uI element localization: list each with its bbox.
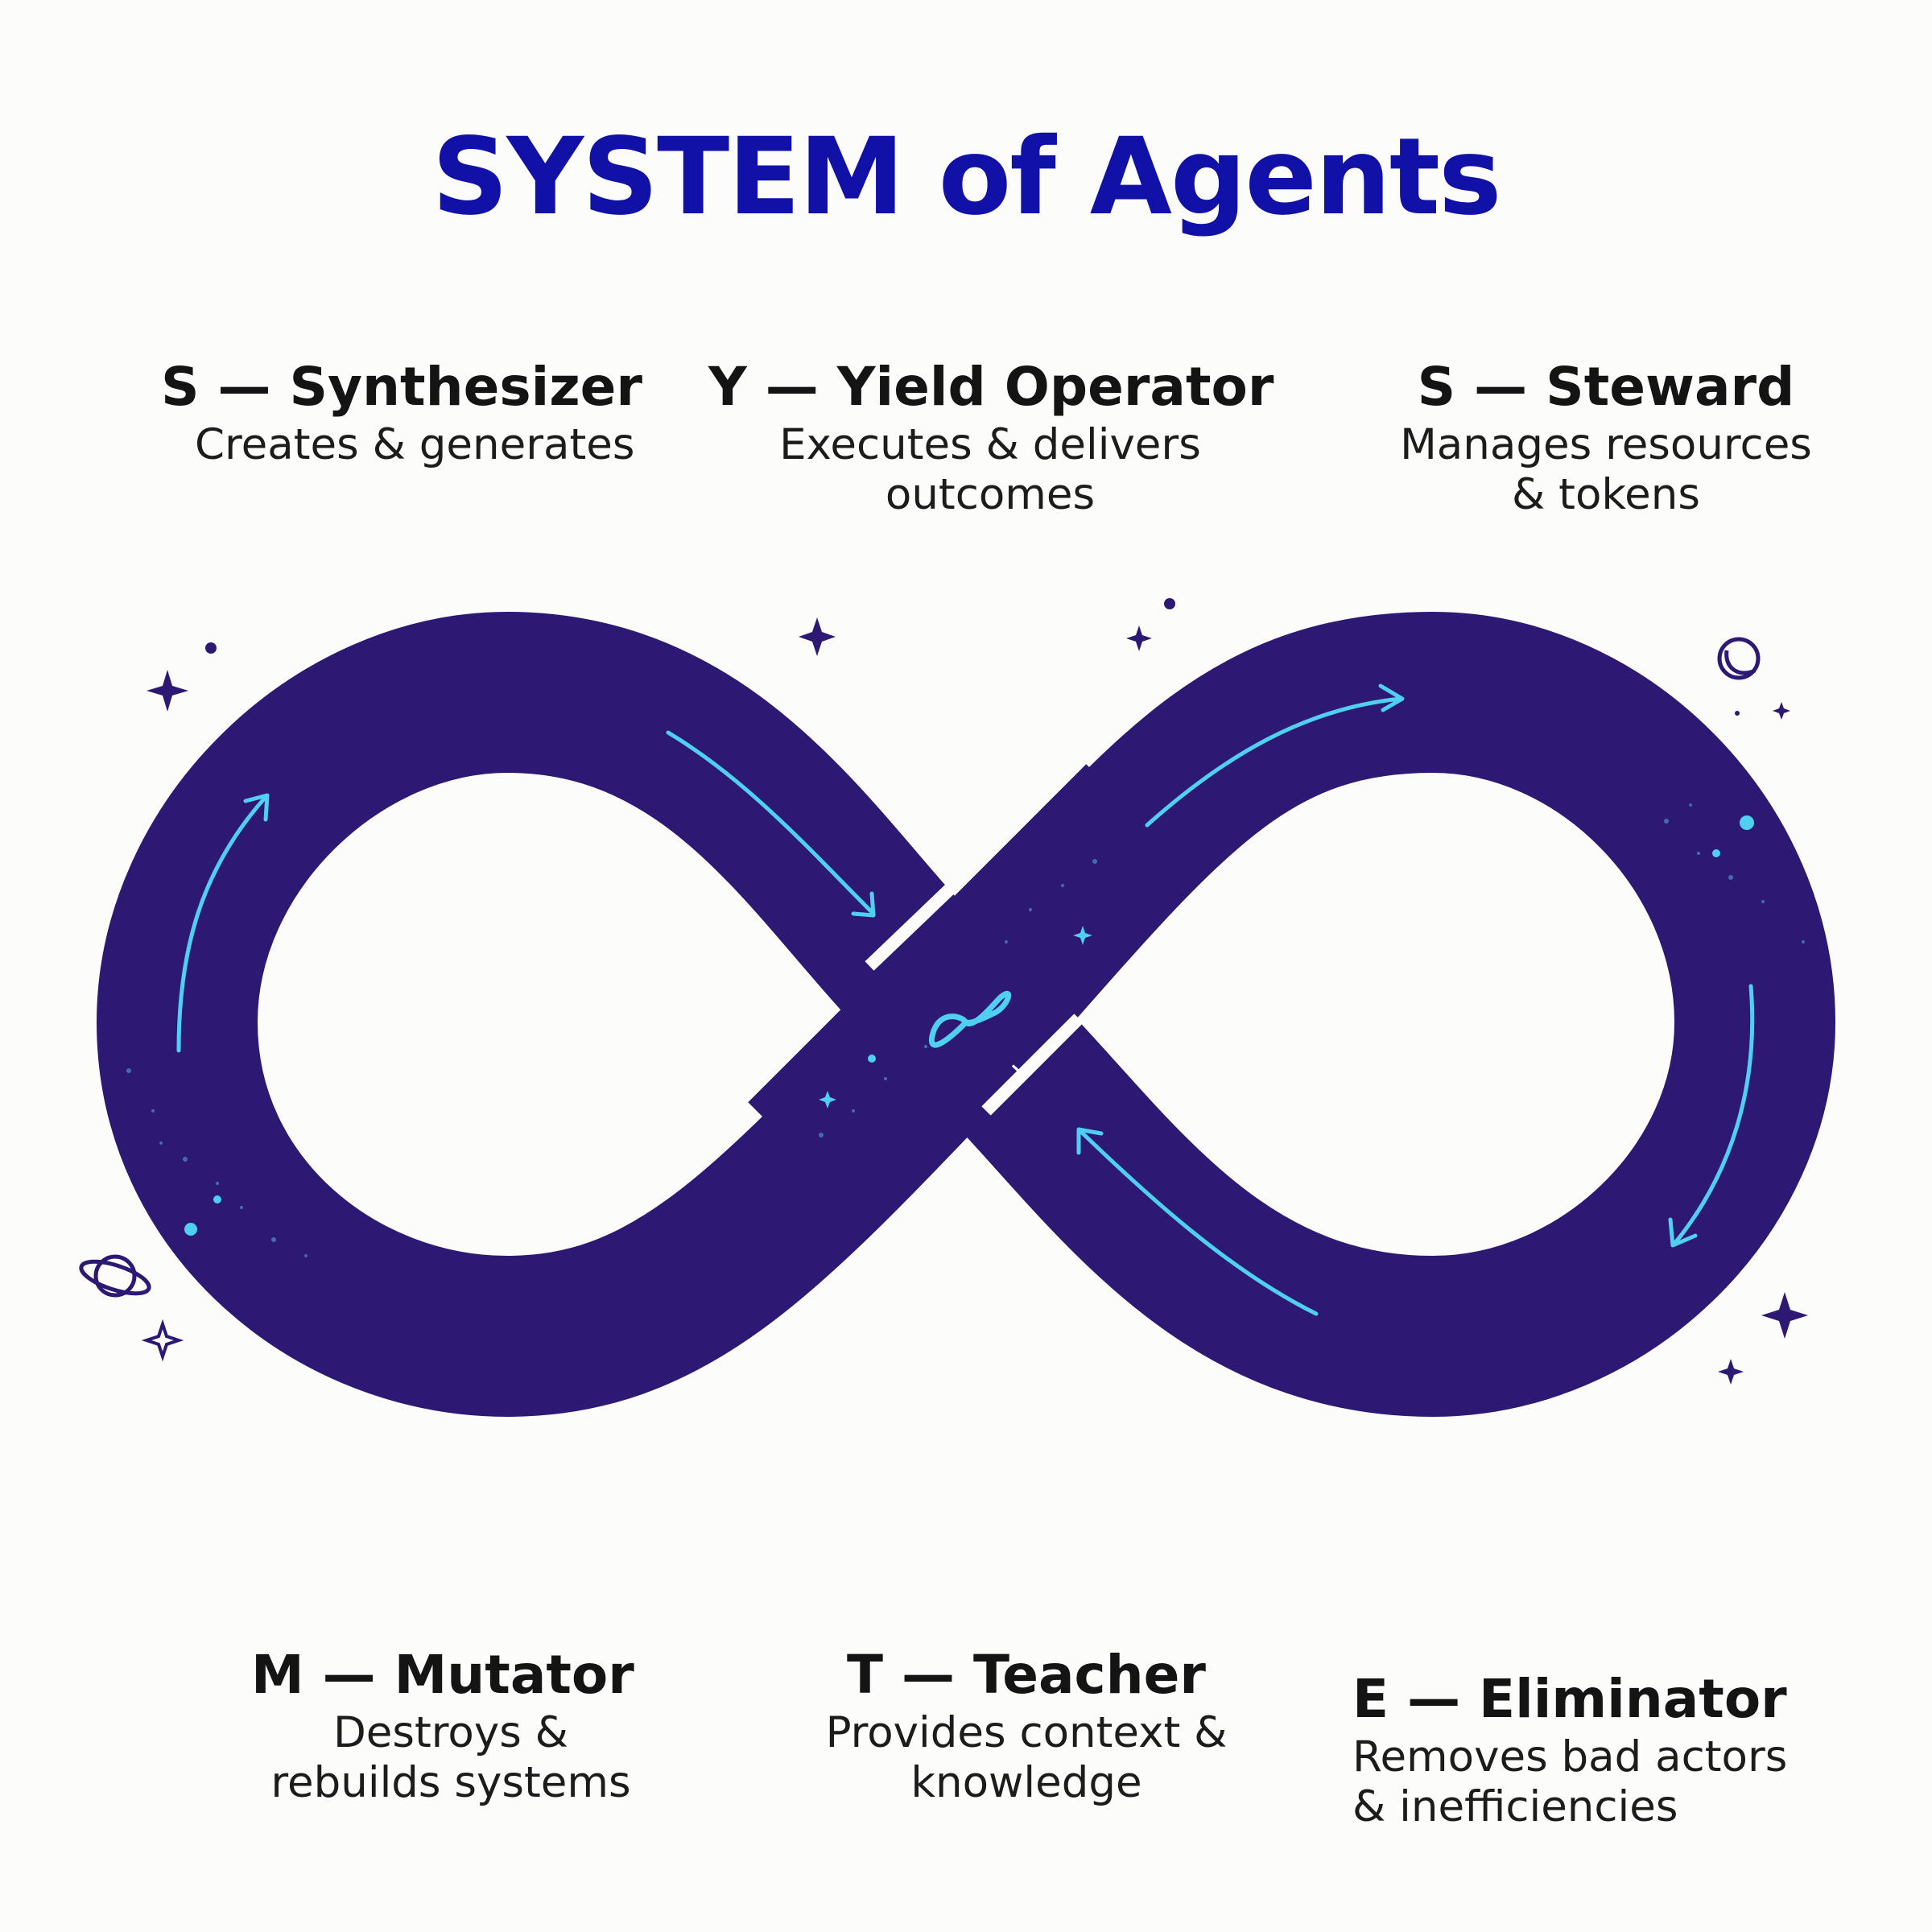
flow-arrows bbox=[176, 683, 1755, 1316]
arrow-icon bbox=[1076, 1127, 1104, 1155]
agent-name: S — Steward bbox=[1417, 356, 1795, 418]
agent-desc-line: outcomes bbox=[885, 470, 1096, 519]
agent-desc-line: Executes & delivers bbox=[779, 420, 1201, 469]
sparkle-icon bbox=[147, 617, 1808, 1385]
agent-synthesizer: S — Synthesizer Creates & generates bbox=[161, 354, 676, 470]
loop-left-lobe bbox=[96, 611, 1025, 1418]
loop-crossing-band bbox=[748, 764, 1200, 1216]
agent-desc-line: & inefficiencies bbox=[1352, 1782, 1678, 1831]
loop-right-lobe bbox=[906, 611, 1836, 1418]
loop-gap-upper bbox=[865, 873, 967, 971]
agent-desc-line: Destroys & bbox=[332, 1708, 569, 1757]
agent-desc-line: Manages resources bbox=[1400, 420, 1812, 469]
agent-name: E — Eliminator bbox=[1352, 1668, 1787, 1730]
agent-mutator: M — Mutator Destroys & rebuilds systems bbox=[193, 1642, 708, 1808]
agent-yield-operator: Y — Yield Operator Executes & delivers o… bbox=[708, 354, 1274, 520]
agent-name: M — Mutator bbox=[251, 1644, 634, 1706]
arrow-icon bbox=[1078, 1129, 1319, 1316]
agent-steward: S — Steward Manages resources & tokens bbox=[1360, 354, 1852, 520]
sparkle-icon bbox=[141, 1319, 184, 1362]
arrow-icon bbox=[1378, 683, 1405, 712]
agent-teacher: T — Teacher Provides context & knowledge bbox=[773, 1642, 1280, 1808]
agent-name: S — Synthesizer bbox=[161, 356, 642, 418]
agent-desc-line: Creates & generates bbox=[195, 420, 635, 469]
arrow-icon bbox=[851, 891, 876, 918]
agent-name: T — Teacher bbox=[847, 1644, 1206, 1706]
agent-desc-line: & tokens bbox=[1512, 470, 1700, 519]
page-title: SYSTEM of Agents bbox=[431, 115, 1501, 239]
star-dust bbox=[126, 803, 1805, 1257]
agent-name: Y — Yield Operator bbox=[708, 356, 1274, 418]
glow-dots bbox=[184, 815, 1754, 1236]
infinity-loop bbox=[96, 611, 1836, 1418]
infinity-icon bbox=[928, 990, 1012, 1048]
moon-icon bbox=[1717, 637, 1761, 680]
arrow-icon bbox=[243, 793, 270, 822]
arrow-icon bbox=[1672, 984, 1755, 1246]
arrow-icon bbox=[1668, 1217, 1698, 1248]
agent-desc-line: rebuilds systems bbox=[270, 1758, 631, 1807]
planet-icon bbox=[79, 1254, 151, 1298]
agent-desc-line: knowledge bbox=[910, 1758, 1142, 1807]
agent-eliminator: E — Eliminator Removes bad actors & inef… bbox=[1352, 1666, 1868, 1832]
dot-stars bbox=[205, 598, 1740, 716]
agent-desc-line: Removes bad actors bbox=[1352, 1732, 1788, 1781]
arrow-icon bbox=[1145, 696, 1403, 828]
arrow-icon bbox=[176, 795, 268, 1053]
arrow-icon bbox=[666, 730, 876, 916]
agent-desc-line: Provides context & bbox=[825, 1708, 1228, 1757]
loop-gap-lower bbox=[981, 1013, 1084, 1116]
